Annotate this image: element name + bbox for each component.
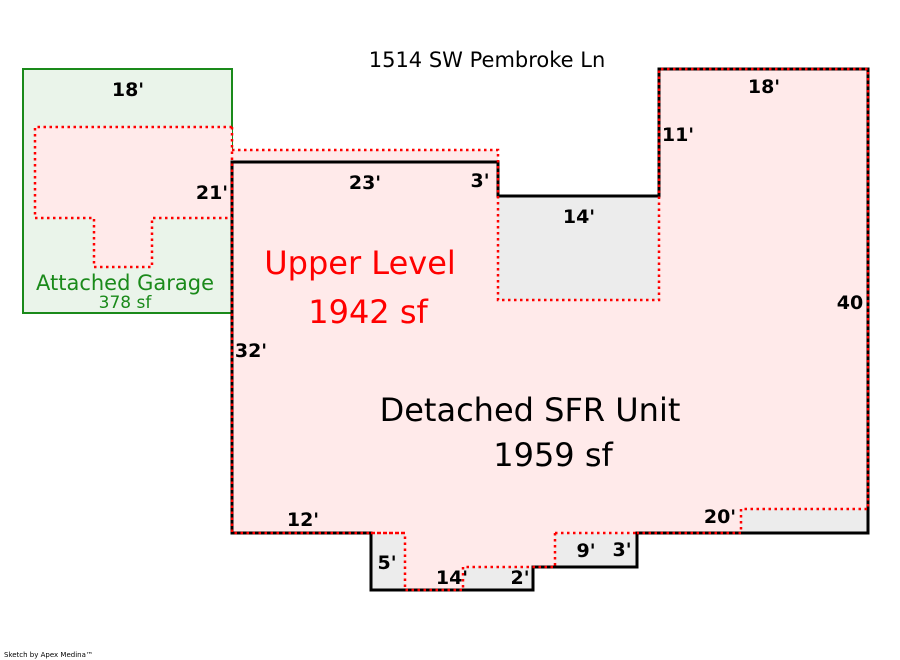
upper-level-outline <box>33 67 870 592</box>
dim-right-top: 18' <box>748 76 780 98</box>
dimension-labels: 18' 21' 23' 3' 14' 18' 11' 40 32' 12' 5'… <box>112 76 863 589</box>
upper-level-label: Upper Level <box>264 244 456 282</box>
dim-bottom-3: 3' <box>612 539 631 561</box>
dim-left-side: 32' <box>235 340 267 362</box>
address-title: 1514 SW Pembroke Ln <box>369 48 606 72</box>
dim-bottom-9: 9' <box>576 540 595 562</box>
dim-right-side: 40 <box>837 292 863 314</box>
dim-bottom-5: 5' <box>377 552 396 574</box>
garage-size: 378 sf <box>99 293 153 313</box>
dim-bottom-left: 12' <box>287 509 319 531</box>
dim-bottom-2: 2' <box>510 567 529 589</box>
dim-bottom-right: 20' <box>704 506 736 528</box>
upper-level-size: 1942 sf <box>308 293 428 331</box>
dim-notch: 3' <box>470 170 489 192</box>
lower-only-areas <box>371 196 868 590</box>
garage-label: Attached Garage <box>36 271 214 295</box>
main-unit-label: Detached SFR Unit <box>380 391 681 429</box>
dim-bottom-14: 14' <box>436 567 468 589</box>
dim-right-step: 11' <box>662 124 694 146</box>
upper-level-garage-area <box>35 127 232 267</box>
dim-garage-top: 18' <box>112 79 144 101</box>
sketch-credit: Sketch by Apex Medina™ <box>4 651 93 659</box>
main-unit-size: 1959 sf <box>493 436 613 474</box>
dim-top-left: 23' <box>349 172 381 194</box>
main-unit-area <box>232 69 868 590</box>
dim-garage-side: 21' <box>196 182 228 204</box>
dim-inset: 14' <box>563 206 595 228</box>
